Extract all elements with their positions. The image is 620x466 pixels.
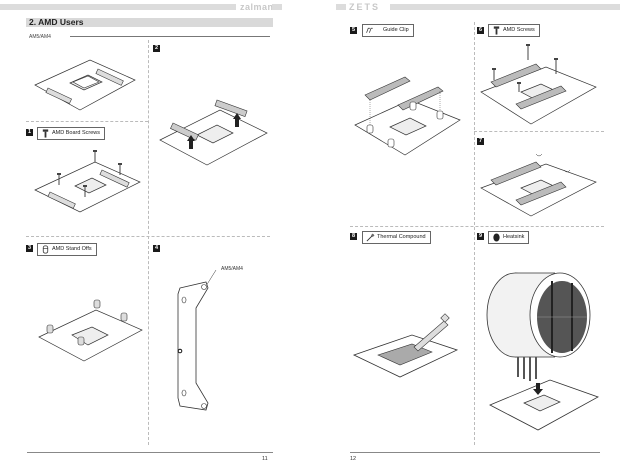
bracket-callout: AM5/AM4 [221,266,243,272]
right-header-bar-start [336,4,346,10]
right-header-bar [390,4,620,10]
left-header-bar-end [272,4,282,10]
page-number-left: 11 [262,456,268,462]
standoff-icon [42,245,49,254]
step-label-guide-clip: Guide Clip [362,24,414,37]
screw-icon [42,129,49,138]
heatsink-icon [493,233,500,242]
step-label-text: Heatsink [503,234,525,240]
row-divider-left-2 [26,236,270,237]
step-number-6: 6 [477,27,484,34]
step-number-8: 8 [350,233,357,240]
remove-backplate-illustration [159,99,268,166]
column-divider-left [148,40,149,445]
brand-logo-left: zalman [240,2,274,12]
heatsink-illustration [486,272,599,431]
step-number-1: 1 [26,129,33,136]
step-number-5: 5 [350,27,357,34]
socket-subheading: AM5/AM4 [29,34,51,40]
guide-clip-illustration [354,76,461,156]
step-label-amd-stand-offs: AMD Stand Offs [37,243,97,256]
step-number-7: 7 [477,138,484,145]
step-label-amd-board-screws: AMD Board Screws [37,127,105,140]
step-label-text: AMD Stand Offs [52,246,92,252]
thermal-compound-illustration [352,313,459,378]
step-label-text: Guide Clip [383,27,409,33]
left-footer-rule [27,452,273,453]
board-screws-illustration [34,150,141,213]
left-header-bar [0,4,236,10]
row-divider-right-2 [350,226,604,227]
secure-clip-illustration [480,153,597,217]
row-divider-left-1 [26,121,148,122]
guide-clip-icon [366,27,373,33]
step-number-9: 9 [477,233,484,240]
step-number-4: 4 [153,245,160,252]
step-label-text: AMD Screws [503,27,535,33]
step-label-text: Thermal Compound [377,234,426,240]
row-divider-right-1 [474,131,604,132]
motherboard-illustration [34,59,136,111]
column-divider-right [474,22,475,445]
step-label-amd-screws: AMD Screws [488,24,540,37]
step-label-thermal-compound: Thermal Compound [362,231,431,244]
amd-screws-illustration [480,44,597,125]
step-number-2: 2 [153,45,160,52]
screw-icon [493,26,500,35]
subheading-rule [70,36,270,37]
syringe-icon [366,233,375,242]
stand-offs-illustration [38,299,143,362]
step-label-text: AMD Board Screws [52,130,100,136]
step-label-heatsink: Heatsink [488,231,530,244]
brand-logo-right: ZETS [349,2,381,12]
section-title: 2. AMD Users [26,18,273,27]
right-footer-rule [350,452,600,453]
page-number-right: 12 [350,456,357,462]
am5-am4-bracket-illustration [177,269,217,411]
step-number-3: 3 [26,245,33,252]
